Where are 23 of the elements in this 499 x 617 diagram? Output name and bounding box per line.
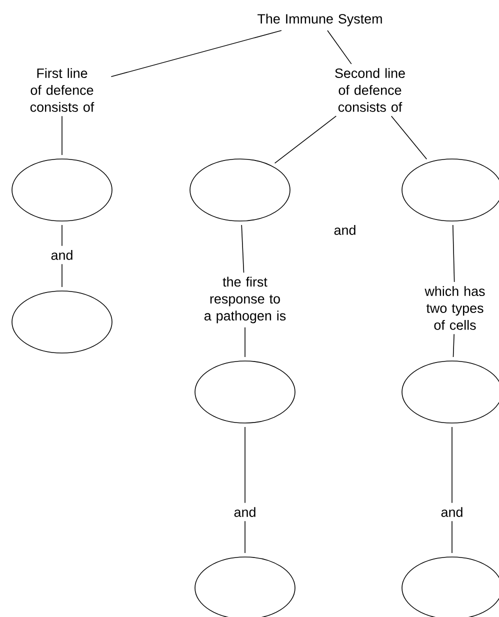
concept-text: Second line of defence consists of xyxy=(335,68,405,112)
connector-line xyxy=(110,30,282,78)
connector-line xyxy=(452,334,454,358)
connector-line xyxy=(244,327,246,358)
concept-text: and xyxy=(441,507,462,517)
concept-text: which has two types of cells xyxy=(424,286,485,330)
connector-line xyxy=(244,426,246,504)
connector-word: and xyxy=(334,225,356,235)
blank-ellipse xyxy=(12,158,112,222)
connector-line xyxy=(241,224,244,273)
concept-text: and xyxy=(234,507,256,517)
concept-text: and xyxy=(51,250,72,260)
connector-line xyxy=(452,224,455,282)
connector-line xyxy=(244,520,246,554)
concept-text: the first response to a pathogen is xyxy=(204,276,286,324)
blank-ellipse xyxy=(12,290,112,354)
connector-line xyxy=(327,30,352,64)
connector-line xyxy=(390,116,428,160)
blank-ellipse xyxy=(190,158,290,222)
concept-text: The Immune System xyxy=(258,14,382,26)
concept-text: First line of defence consists of xyxy=(30,68,94,112)
connector-line xyxy=(274,116,337,164)
blank-ellipse xyxy=(194,360,296,424)
